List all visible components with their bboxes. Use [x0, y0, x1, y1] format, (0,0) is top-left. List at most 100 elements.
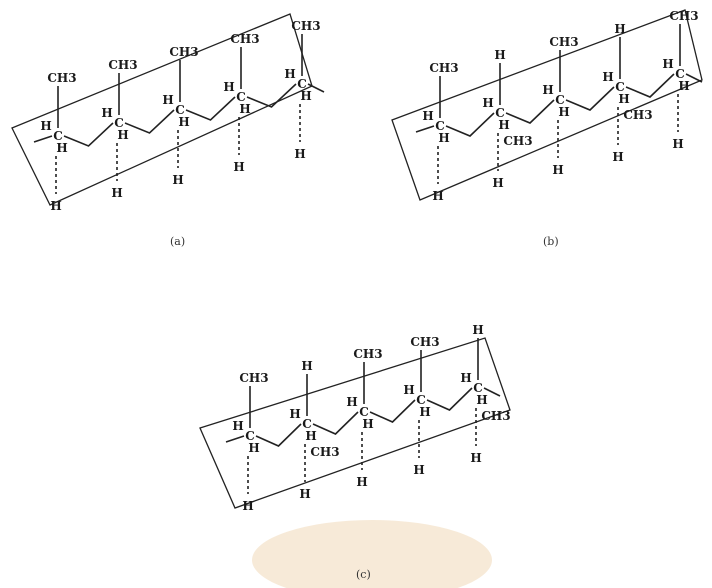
hydrogen-atom: H [233, 160, 244, 174]
hydrogen-atom: H [542, 83, 553, 97]
hydrogen-atom: H [232, 419, 243, 433]
backbone-bond-b [625, 73, 675, 98]
carbon-atom: C [416, 393, 426, 407]
hydrogen-atom: H [432, 189, 443, 203]
carbon-atom: C [495, 106, 505, 120]
carbon-atom: C [435, 119, 445, 133]
hydrogen-atom: H [419, 405, 430, 419]
hydrogen-atom: H [482, 96, 493, 110]
hydrogen-atom: H [111, 186, 122, 200]
methyl-group: CH3 [353, 347, 382, 361]
methyl-group: CH3 [669, 9, 698, 23]
backbone-bond-c [312, 411, 359, 435]
hydrogen-atom: H [678, 79, 689, 93]
carbon-atom: C [236, 90, 246, 104]
carbon-atom: C [245, 429, 255, 443]
carbon-atom: C [555, 93, 565, 107]
watermark-seal [252, 520, 492, 588]
hydrogen-atom: H [299, 487, 310, 501]
carbon-atom: C [297, 77, 307, 91]
hydrogen-atom: H [472, 323, 483, 337]
methyl-group: CH3 [108, 58, 137, 72]
hydrogen-atom: H [494, 48, 505, 62]
backbone-bond-a [63, 122, 114, 147]
hydrogen-atom: H [239, 102, 250, 116]
hydrogen-atom: H [602, 70, 613, 84]
hydrogen-atom: H [662, 57, 673, 71]
caption-c: (c) [356, 568, 371, 581]
carbon-atom: C [675, 67, 685, 81]
chain-end-bond-c [225, 435, 245, 443]
hydrogen-atom: H [223, 80, 234, 94]
hydrogen-atom: H [101, 106, 112, 120]
hydrogen-atom: H [614, 22, 625, 36]
hydrogen-atom: H [612, 150, 623, 164]
backbone-bond-c [426, 387, 473, 411]
hydrogen-atom: H [248, 441, 259, 455]
hydrogen-atom: H [300, 89, 311, 103]
hydrogen-atom: H [422, 109, 433, 123]
hydrogen-atom: H [460, 371, 471, 385]
hydrogen-atom: H [672, 137, 683, 151]
backbone-bond-a [246, 83, 297, 108]
methyl-group: CH3 [239, 371, 268, 385]
carbon-atom: C [615, 80, 625, 94]
methyl-group: CH3 [310, 445, 339, 459]
methyl-group: CH3 [169, 45, 198, 59]
methyl-group: CH3 [549, 35, 578, 49]
backbone-bond-a [185, 96, 236, 121]
carbon-atom: C [473, 381, 483, 395]
hydrogen-atom: H [284, 67, 295, 81]
chain-end-bond-c [483, 387, 501, 397]
hydrogen-atom: H [438, 131, 449, 145]
hydrogen-atom: H [172, 173, 183, 187]
hydrogen-atom: H [294, 147, 305, 161]
methyl-group: CH3 [623, 108, 652, 122]
hydrogen-atom: H [289, 407, 300, 421]
caption-a: (a) [170, 235, 185, 248]
hydrogen-atom: H [242, 499, 253, 513]
hydrogen-atom: H [492, 176, 503, 190]
chain-end-bond-b [685, 73, 703, 83]
backbone-bond-b [445, 112, 495, 137]
chain-end-bond-a [307, 83, 325, 93]
hydrogen-atom: H [305, 429, 316, 443]
hydrogen-atom: H [362, 417, 373, 431]
hydrogen-atom: H [56, 141, 67, 155]
backbone-bond-b [565, 86, 615, 111]
carbon-atom: C [302, 417, 312, 431]
methyl-group: CH3 [429, 61, 458, 75]
carbon-atom: C [359, 405, 369, 419]
hydrogen-atom: H [356, 475, 367, 489]
hydrogen-atom: H [301, 359, 312, 373]
hydrogen-atom: H [558, 105, 569, 119]
hydrogen-atom: H [403, 383, 414, 397]
hydrogen-atom: H [178, 115, 189, 129]
hydrogen-atom: H [498, 118, 509, 132]
plane-b [391, 9, 703, 201]
methyl-group: CH3 [503, 134, 532, 148]
methyl-group: CH3 [230, 32, 259, 46]
caption-b: (b) [543, 235, 559, 248]
carbon-atom: C [114, 116, 124, 130]
hydrogen-atom: H [40, 119, 51, 133]
hydrogen-atom: H [117, 128, 128, 142]
hydrogen-atom: H [162, 93, 173, 107]
hydrogen-atom: H [552, 163, 563, 177]
plane-c [199, 337, 511, 509]
carbon-atom: C [53, 129, 63, 143]
backbone-bond-a [124, 109, 175, 134]
hydrogen-atom: H [618, 92, 629, 106]
carbon-atom: C [175, 103, 185, 117]
backbone-bond-c [369, 399, 416, 423]
hydrogen-atom: H [50, 199, 61, 213]
hydrogen-atom: H [470, 451, 481, 465]
methyl-group: CH3 [481, 409, 510, 423]
hydrogen-atom: H [413, 463, 424, 477]
chain-end-bond-b [415, 125, 435, 133]
hydrogen-atom: H [346, 395, 357, 409]
